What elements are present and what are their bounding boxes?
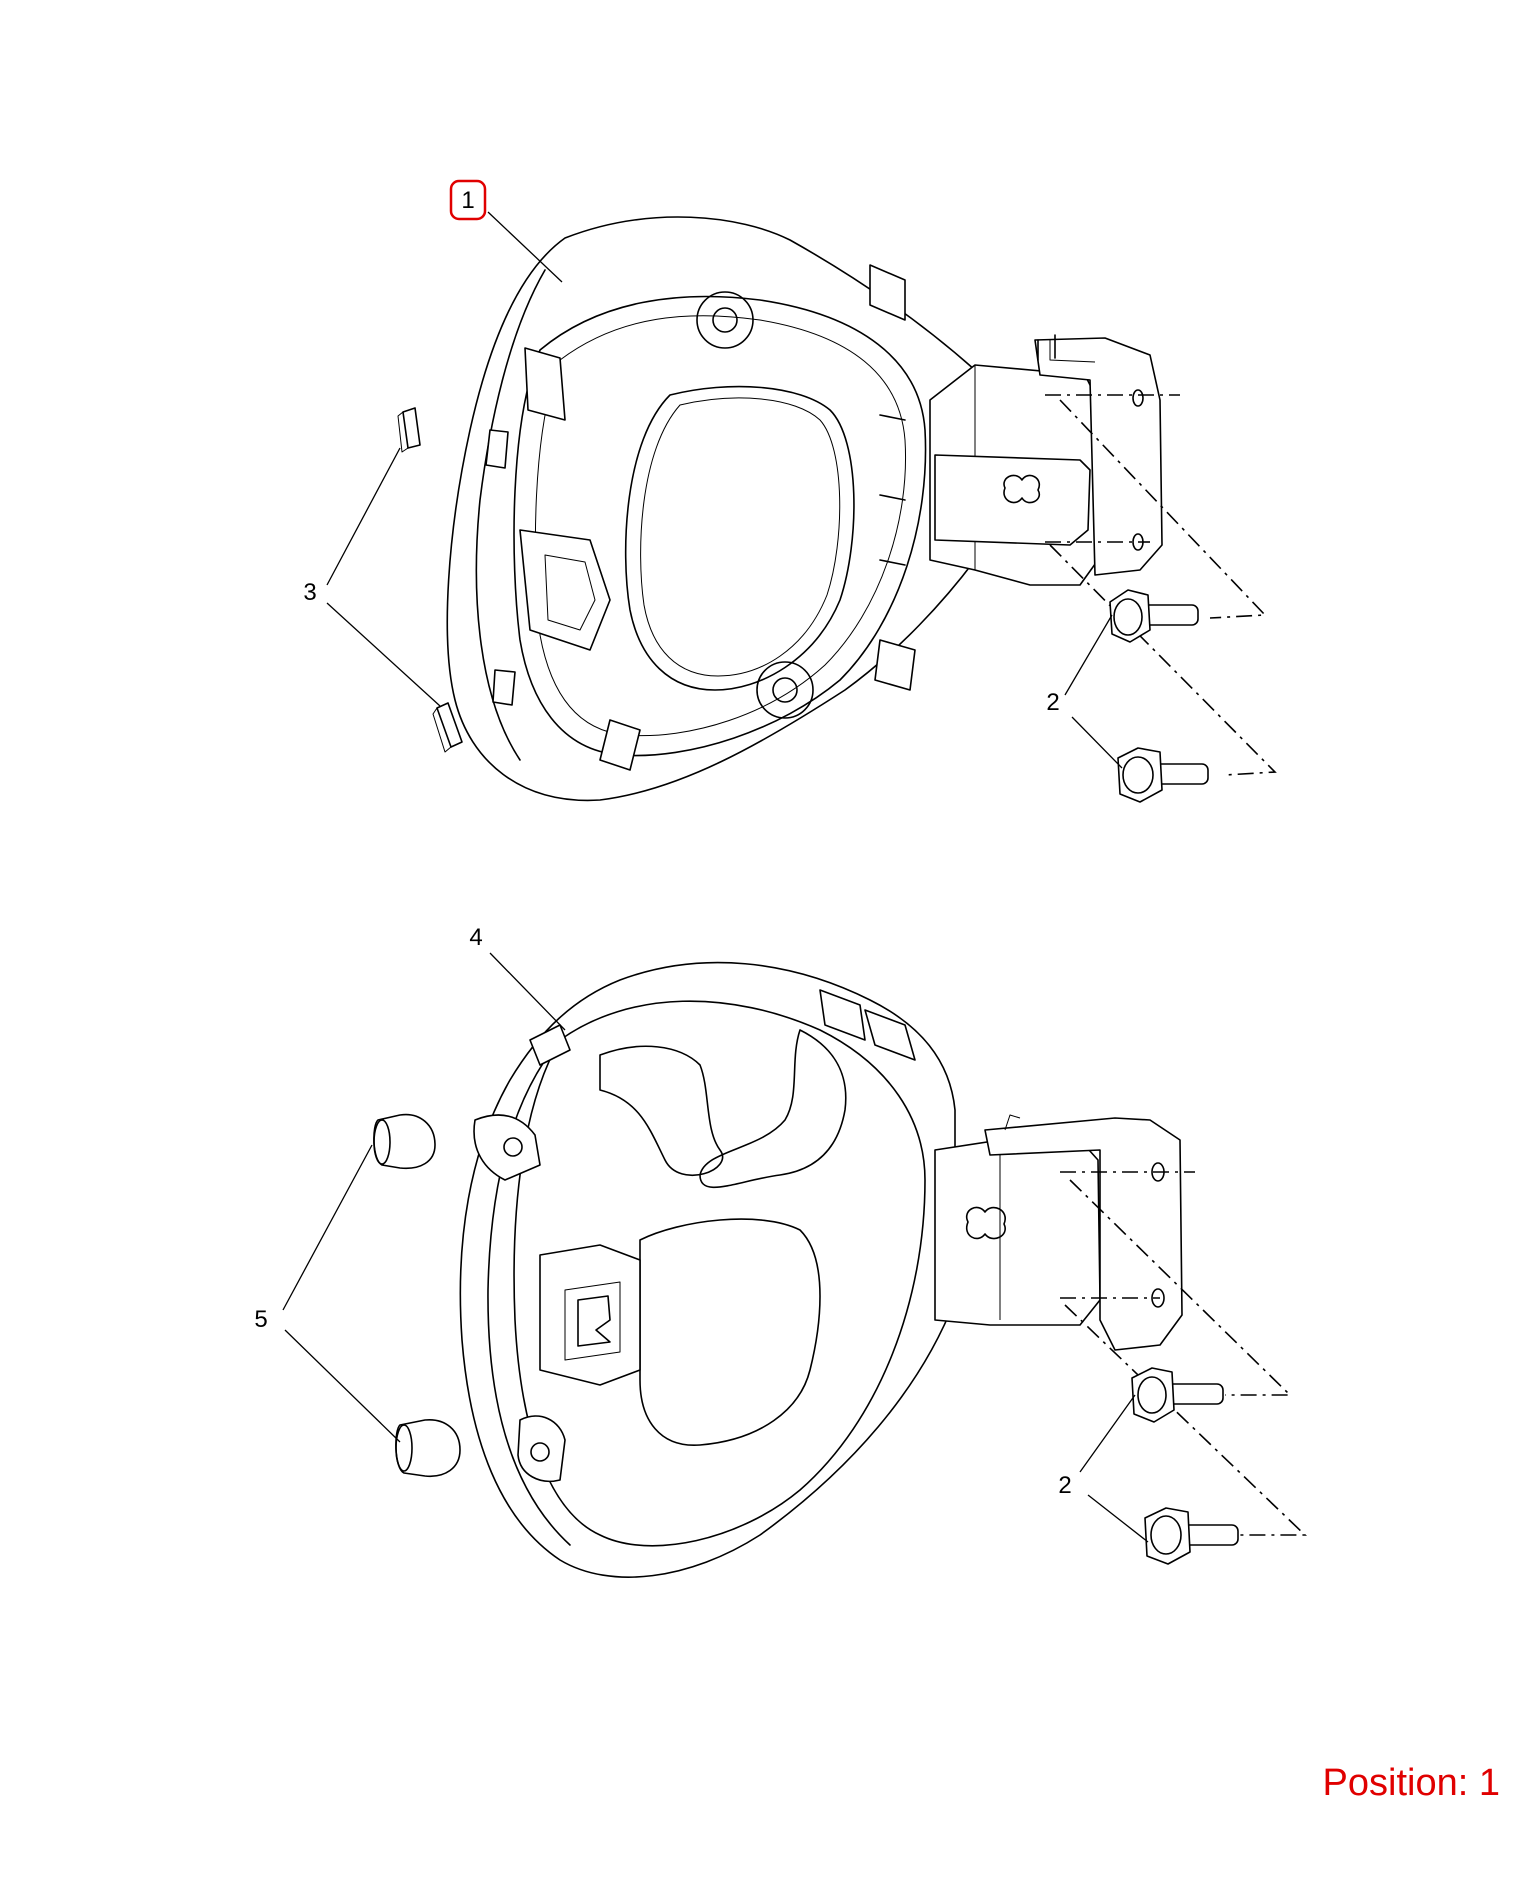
clip-bottom [432, 702, 463, 753]
callout-5[interactable]: 5 [254, 1306, 267, 1333]
callout-1-highlight [449, 179, 487, 221]
bolt-top-2 [1117, 747, 1209, 803]
callout-2-bottom[interactable]: 2 [1058, 1472, 1071, 1499]
leader-lines [282, 211, 1149, 1543]
bolt-top-1 [1109, 589, 1199, 643]
position-label: Position: 1 [1322, 1762, 1500, 1804]
fuel-door-assembly-bottom [459, 961, 1183, 1578]
bolt-bottom-1 [1131, 1367, 1224, 1423]
fastener-paths-bottom [1060, 1171, 1307, 1536]
fuel-door-assembly-top [446, 216, 1163, 802]
bolt-bottom-2 [1144, 1507, 1239, 1565]
clip-top [397, 407, 421, 453]
callout-2-top[interactable]: 2 [1046, 689, 1059, 716]
callout-4[interactable]: 4 [469, 924, 482, 951]
callout-3[interactable]: 3 [303, 579, 316, 606]
bumper-bottom [395, 1419, 461, 1477]
bumper-top [373, 1113, 436, 1170]
callout-1[interactable]: 1 [461, 187, 474, 214]
